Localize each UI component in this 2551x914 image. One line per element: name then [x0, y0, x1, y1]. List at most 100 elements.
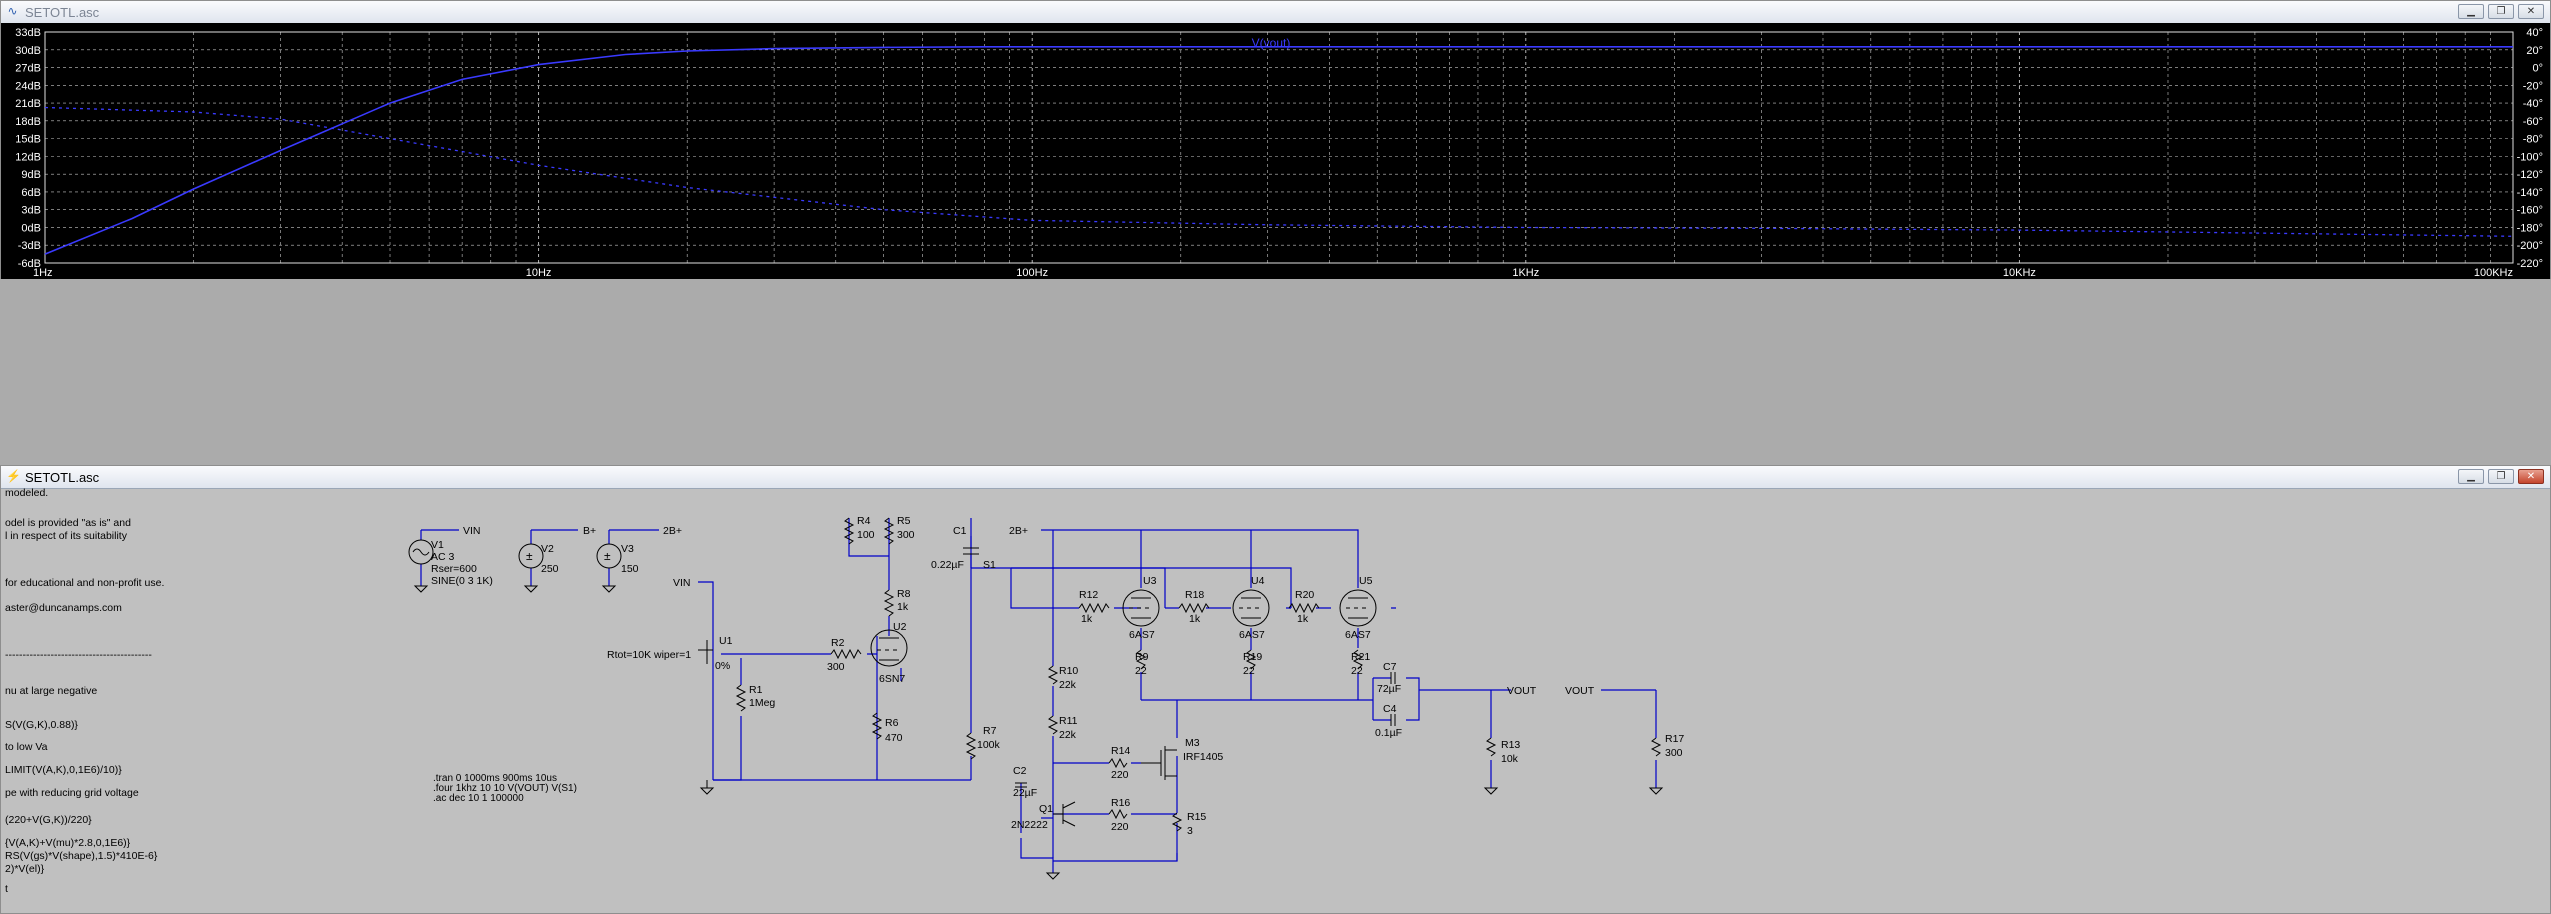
- u4-type[interactable]: 6AS7: [1239, 629, 1265, 641]
- r14-value[interactable]: 220: [1111, 769, 1129, 781]
- r20-name[interactable]: R20: [1295, 589, 1314, 601]
- q1-type[interactable]: 2N2222: [1011, 819, 1048, 831]
- r18-value[interactable]: 1k: [1189, 613, 1201, 625]
- comment-line[interactable]: (220+V(G,K))/220}: [5, 814, 92, 826]
- r19-name[interactable]: R19: [1243, 651, 1262, 663]
- bode-plot[interactable]: V(vout) 33dB30dB27dB24dB21dB18dB15dB12dB…: [1, 23, 2550, 279]
- r18-name[interactable]: R18: [1185, 589, 1204, 601]
- r11-name[interactable]: R11: [1059, 715, 1078, 727]
- r8-name[interactable]: R8: [897, 588, 911, 600]
- plot-titlebar[interactable]: ∿ SETOTL.asc ▁ ❐ ✕: [1, 1, 2550, 24]
- r14-name[interactable]: R14: [1111, 745, 1130, 757]
- v2-value[interactable]: 250: [541, 563, 559, 575]
- c7-value[interactable]: 72µF: [1377, 683, 1401, 695]
- u3-name[interactable]: U3: [1143, 575, 1157, 587]
- u1-percent[interactable]: 0%: [715, 660, 730, 672]
- c4-value[interactable]: 0.1µF: [1375, 727, 1402, 739]
- r9-value[interactable]: 22: [1135, 665, 1147, 677]
- r7-value[interactable]: 100k: [977, 739, 1001, 751]
- comment-line[interactable]: {V(A,K)+V(mu)*2.8,0,1E6)}: [5, 837, 131, 849]
- r11-value[interactable]: 22k: [1059, 729, 1077, 741]
- comment-line[interactable]: aster@duncanamps.com: [5, 602, 122, 614]
- r17-name[interactable]: R17: [1665, 733, 1684, 745]
- schematic-titlebar[interactable]: ⚡ SETOTL.asc ▁ ❐ ✕: [1, 466, 2550, 489]
- r4-name[interactable]: R4: [857, 515, 871, 527]
- c2-value[interactable]: 22µF: [1013, 787, 1037, 799]
- r7-name[interactable]: R7: [983, 725, 997, 737]
- net-label-s1[interactable]: S1: [983, 559, 996, 571]
- r20-value[interactable]: 1k: [1297, 613, 1309, 625]
- directive-four[interactable]: .four 1khz 10 10 V(VOUT) V(S1): [433, 783, 577, 794]
- r8-value[interactable]: 1k: [897, 601, 909, 613]
- r4-value[interactable]: 100: [857, 529, 875, 541]
- r5-value[interactable]: 300: [897, 529, 915, 541]
- comment-line[interactable]: nu at large negative: [5, 685, 97, 697]
- net-label-2bplus[interactable]: 2B+: [1009, 525, 1028, 537]
- r6-name[interactable]: R6: [885, 717, 899, 729]
- restore-icon[interactable]: ❐: [2488, 469, 2514, 484]
- net-label-vout[interactable]: VOUT: [1565, 685, 1595, 697]
- comment-line[interactable]: 2)*V(el)}: [5, 863, 45, 875]
- restore-icon[interactable]: ❐: [2488, 4, 2514, 19]
- c2-name[interactable]: C2: [1013, 765, 1027, 777]
- c4-name[interactable]: C4: [1383, 703, 1397, 715]
- comment-line[interactable]: odel is provided "as is" and: [5, 517, 131, 529]
- close-icon[interactable]: ✕: [2518, 4, 2544, 19]
- comment-line[interactable]: RS(V(gs)*V(shape),1.5)*410E-6}: [5, 850, 158, 862]
- c7-name[interactable]: C7: [1383, 661, 1397, 673]
- r17-value[interactable]: 300: [1665, 747, 1683, 759]
- u2-name[interactable]: U2: [893, 621, 907, 633]
- r1-value[interactable]: 1Meg: [749, 697, 775, 709]
- comment-line[interactable]: l in respect of its suitability: [5, 530, 128, 542]
- u1-param[interactable]: Rtot=10K wiper=1: [607, 649, 691, 661]
- v2-name[interactable]: V2: [541, 543, 554, 555]
- r2-name[interactable]: R2: [831, 637, 845, 649]
- net-label-2bplus[interactable]: 2B+: [663, 525, 682, 537]
- v1-ac[interactable]: AC 3: [431, 551, 455, 563]
- c1-value[interactable]: 0.22µF: [931, 559, 964, 571]
- v3-name[interactable]: V3: [621, 543, 634, 555]
- v1-sine[interactable]: SINE(0 3 1K): [431, 575, 493, 587]
- u1-name[interactable]: U1: [719, 635, 733, 647]
- trace-label[interactable]: V(vout): [1252, 36, 1291, 50]
- r21-name[interactable]: R21: [1351, 651, 1370, 663]
- net-label-vout[interactable]: VOUT: [1507, 685, 1537, 697]
- comment-line[interactable]: S(V(G,K),0.88)}: [5, 719, 78, 731]
- net-label-bplus[interactable]: B+: [583, 525, 596, 537]
- r10-name[interactable]: R10: [1059, 665, 1078, 677]
- c1-name[interactable]: C1: [953, 525, 967, 537]
- comment-line[interactable]: LIMIT(V(A,K),0,1E6)/10)}: [5, 764, 122, 776]
- schematic-window[interactable]: ⚡ SETOTL.asc ▁ ❐ ✕ modeled. odel is prov…: [0, 465, 2551, 914]
- u5-type[interactable]: 6AS7: [1345, 629, 1371, 641]
- schematic-canvas[interactable]: modeled. odel is provided "as is" and l …: [1, 488, 2550, 914]
- r13-name[interactable]: R13: [1501, 739, 1520, 751]
- u4-name[interactable]: U4: [1251, 575, 1265, 587]
- v1-name[interactable]: V1: [431, 539, 444, 551]
- u5-name[interactable]: U5: [1359, 575, 1373, 587]
- r16-name[interactable]: R16: [1111, 797, 1130, 809]
- r6-value[interactable]: 470: [885, 732, 903, 744]
- v1-rser[interactable]: Rser=600: [431, 563, 477, 575]
- m3-type[interactable]: IRF1405: [1183, 751, 1223, 763]
- directive-ac[interactable]: .ac dec 10 1 100000: [433, 793, 524, 804]
- u3-type[interactable]: 6AS7: [1129, 629, 1155, 641]
- r9-name[interactable]: R9: [1135, 651, 1149, 663]
- net-label-vin[interactable]: VIN: [673, 577, 691, 589]
- comment-line[interactable]: t: [5, 883, 8, 895]
- r12-value[interactable]: 1k: [1081, 613, 1093, 625]
- r1-name[interactable]: R1: [749, 684, 763, 696]
- comment-line[interactable]: to low Va: [5, 741, 48, 753]
- q1-name[interactable]: Q1: [1039, 803, 1053, 815]
- r21-value[interactable]: 22: [1351, 665, 1363, 677]
- net-label-vin[interactable]: VIN: [463, 525, 481, 537]
- v3-value[interactable]: 150: [621, 563, 639, 575]
- directive-tran[interactable]: .tran 0 1000ms 900ms 10us: [433, 773, 557, 784]
- comment-line[interactable]: modeled.: [5, 488, 48, 499]
- r12-name[interactable]: R12: [1079, 589, 1098, 601]
- r13-value[interactable]: 10k: [1501, 753, 1519, 765]
- minimize-icon[interactable]: ▁: [2458, 469, 2484, 484]
- comment-line[interactable]: pe with reducing grid voltage: [5, 787, 139, 799]
- minimize-icon[interactable]: ▁: [2458, 4, 2484, 19]
- r19-value[interactable]: 22: [1243, 665, 1255, 677]
